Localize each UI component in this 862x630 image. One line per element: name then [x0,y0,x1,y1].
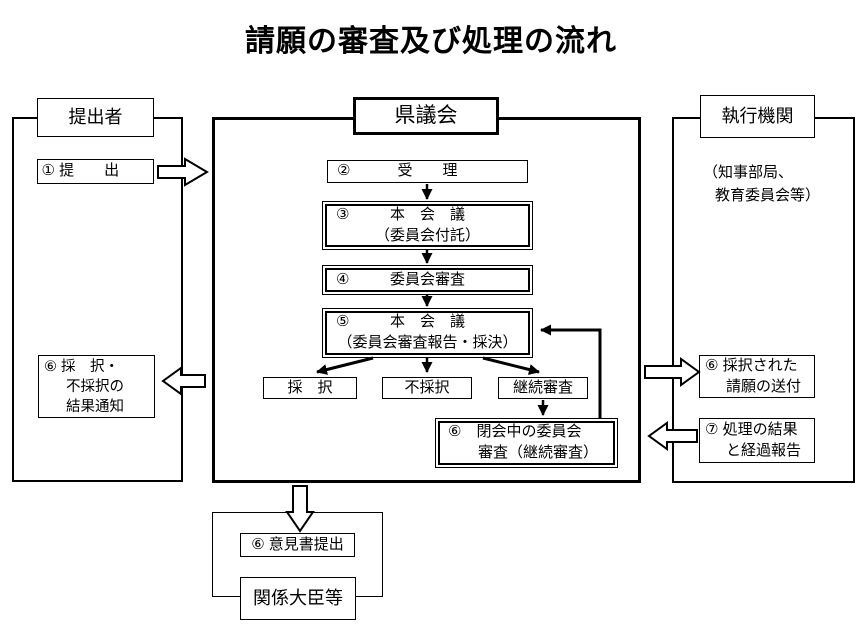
submit-box: ① 提 出 [37,159,154,184]
committee-review-box: ④ 委員会審査 [322,265,533,295]
adopted-label: 採 択 [287,378,333,396]
assembly-header: 県議会 [353,97,499,135]
executive-subtitle-line2: 教育委員会等） [715,187,821,205]
petition-sent-line1: ⑥ 採択された [705,356,798,374]
result-report-box: ⑦ 処理の結果 と経過報告 [699,418,815,463]
petition-sent-box: ⑥ 採択された 請願の送付 [699,355,815,398]
submit-label: ① 提 出 [41,162,120,180]
result-notify-line3: 結果通知 [66,398,124,415]
committee-review-line: ④ 委員会審査 [327,270,528,291]
executive-header-label: 執行機関 [721,106,794,127]
ministers-label: 関係大臣等 [253,588,343,609]
recess-review-box: ⑥ 閉会中の委員会 審査（継続審査） [435,418,618,468]
result-report-line1: ⑦ 処理の結果 [705,420,798,438]
plenary-vote-line1: ⑤ 本 会 議 [327,312,528,333]
result-notify-line2: 不採択の [66,378,124,395]
result-notify-box: ⑥ 採 択・ 不採択の 結果通知 [38,355,155,418]
plenary-vote-box: ⑤ 本 会 議 （委員会審査報告・採決） [322,308,533,358]
opinion-label: ⑥ 意見書提出 [251,535,344,553]
committee-review-number: ④ [336,270,350,288]
result-notify-line1: ⑥ 採 択・ [44,358,120,375]
rejected-box: 不採択 [382,377,472,399]
plenary-referral-number: ③ [336,205,350,223]
accept-number: ② [337,162,351,180]
petition-sent-line2: 請願の送付 [726,377,802,395]
executive-subtitle: （知事部局、 教育委員会等） [703,161,820,208]
ministers-box: 関係大臣等 [240,577,356,620]
recess-review-line2: 審査（継続審査） [478,444,599,461]
result-report-line2: と経過報告 [726,441,802,459]
rejected-label: 不採択 [404,378,450,396]
page-title: 請願の審査及び処理の流れ [245,25,617,58]
submitter-header-label: 提出者 [68,107,123,128]
continued-label: 継続審査 [512,378,573,396]
plenary-referral-box: ③ 本 会 議 （委員会付託） [322,201,533,250]
plenary-referral-line1: ③ 本 会 議 [327,205,528,226]
plenary-vote-line2: （委員会審査報告・採決） [337,334,518,351]
executive-header: 執行機関 [700,95,815,138]
plenary-vote-number: ⑤ [336,313,350,331]
executive-subtitle-line1: （知事部局、 [703,164,794,181]
accept-label: 受 理 [397,162,458,180]
plenary-referral-line2: （委員会付託） [374,226,480,244]
recess-review-line1: ⑥ 閉会中の委員会 [448,423,582,441]
adopted-box: 採 択 [263,377,357,399]
accept-box: ② 受 理 [327,160,528,183]
submitter-header: 提出者 [37,98,154,137]
opinion-box: ⑥ 意見書提出 [240,533,355,557]
committee-review-label: 委員会審査 [389,270,465,288]
plenary-vote-title: 本 会 議 [389,313,465,331]
plenary-referral-title: 本 会 議 [389,205,465,223]
accept-line: ② 受 理 [328,161,527,182]
assembly-header-label: 県議会 [394,103,458,127]
continued-box: 継続審査 [498,377,588,399]
